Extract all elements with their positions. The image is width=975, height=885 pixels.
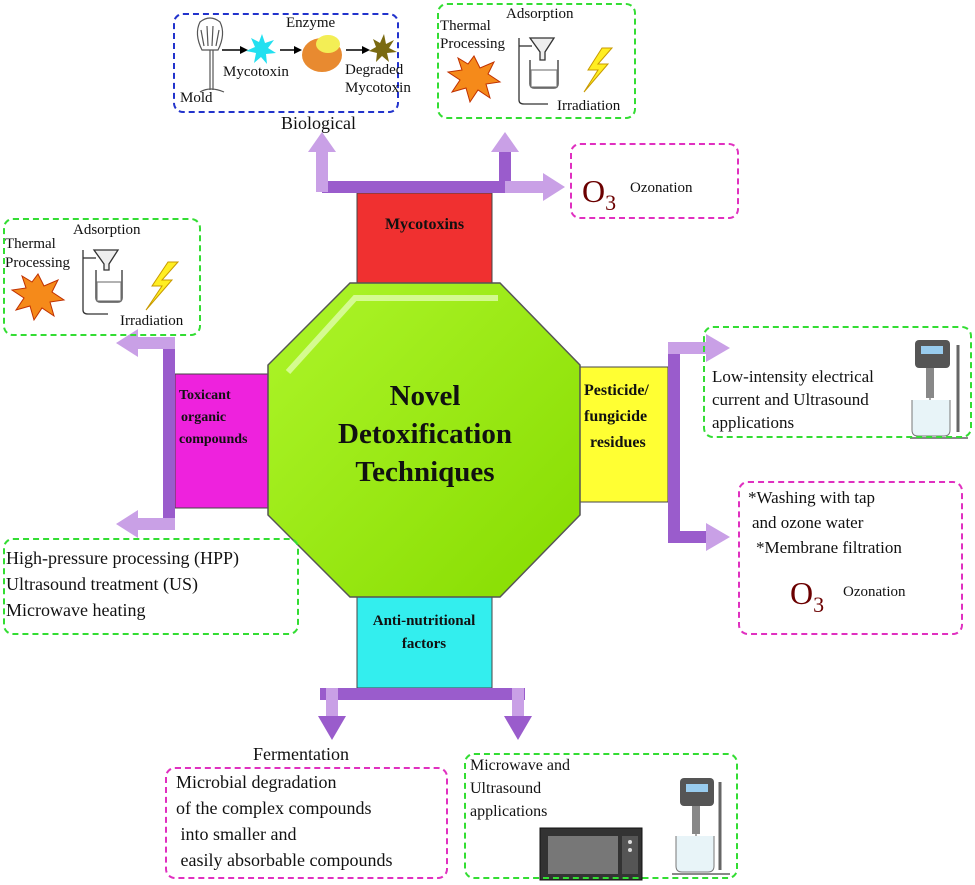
center-octagon <box>267 282 581 598</box>
washing-box <box>738 481 963 635</box>
mycotoxin-label: Mycotoxin <box>223 64 289 80</box>
microwave-oven-icon <box>539 827 643 881</box>
irradiation-bolt-icon-left <box>145 261 180 311</box>
ozone-o-top: O <box>582 173 606 209</box>
anti-nutritional-label-line1: Anti-nutritional <box>372 613 476 629</box>
adsorption-funnel-icon-left <box>82 249 123 315</box>
biological-caption: Biological <box>281 113 356 133</box>
degraded-mycotoxin-icon <box>369 34 397 62</box>
ozone-sub-top: 3 <box>605 190 617 215</box>
washing-line3: *Membrane filtration <box>756 538 902 557</box>
fermentation-box <box>165 767 448 879</box>
irradiation-bolt-icon-top <box>583 47 614 93</box>
bottom-arrows <box>318 688 532 740</box>
washing-line1: *Washing with tap <box>748 488 876 507</box>
irradiation-label-left: Irradiation <box>120 313 184 329</box>
center-title-line1: Novel <box>389 380 461 412</box>
pesticide-label-line3: residues <box>590 434 646 451</box>
adsorption-label-left: Adsorption <box>73 222 141 238</box>
ozonation-label-top: Ozonation <box>630 180 693 196</box>
physical-box-top <box>437 3 636 119</box>
ozone-sub-right: 3 <box>813 592 825 617</box>
arrow-mycotoxin-to-enzyme <box>280 46 302 54</box>
microwave-line2: Ultrasound <box>470 780 542 797</box>
mold-label: Mold <box>180 90 213 106</box>
anti-nutritional-label-line2: factors <box>401 636 447 652</box>
mycotoxins-label: Mycotoxins <box>384 216 465 233</box>
thermal-label-top-1: Thermal <box>440 18 491 34</box>
toxicant-label-line2: organic <box>181 410 227 425</box>
fermentation-line2: of the complex compounds <box>176 798 372 818</box>
center-title-line3: Techniques <box>355 456 495 488</box>
electrical-line2: current and Ultrasound <box>712 390 869 409</box>
left-method-microwave: Microwave heating <box>6 600 146 620</box>
ozonation-label-right: Ozonation <box>843 584 906 600</box>
fermentation-line1: Microbial degradation <box>176 772 337 792</box>
mold-icon <box>196 17 225 93</box>
center-title-line2: Detoxification <box>338 418 512 450</box>
pesticide-label-line2: fungicide <box>584 408 648 425</box>
ozone-formula-top: O3 <box>582 173 616 215</box>
physical-box-left <box>3 218 201 336</box>
microwave-line3: applications <box>470 803 548 820</box>
toxicant-block <box>174 373 269 509</box>
electrical-line3: applications <box>712 413 795 432</box>
biological-box <box>173 13 399 113</box>
ozone-formula-right: O3 <box>790 575 824 617</box>
degraded-label-line1: Degraded <box>345 62 404 78</box>
electrical-box <box>703 326 972 438</box>
washing-line2: and ozone water <box>752 513 864 532</box>
ultrasound-device-icon-bottom <box>672 778 730 875</box>
toxicant-label-line3: compounds <box>179 432 248 447</box>
enzyme-label: Enzyme <box>286 15 336 31</box>
microwave-box <box>464 753 738 879</box>
left-methods-box <box>3 538 299 635</box>
microwave-line1: Microwave and <box>470 757 570 774</box>
fermentation-title: Fermentation <box>253 744 349 764</box>
toxicant-label-line1: Toxicant <box>179 388 231 403</box>
left-arrows <box>116 329 175 538</box>
top-arrows <box>308 132 565 201</box>
ozonation-box-top <box>570 143 739 219</box>
pesticide-label-line1: Pesticide/ <box>584 382 649 399</box>
thermal-label-left-1: Thermal <box>5 236 56 252</box>
electrical-line1: Low-intensity electrical <box>712 367 874 386</box>
ultrasound-device-icon-right <box>910 340 968 439</box>
mycotoxin-star-icon <box>246 34 276 64</box>
arrow-enzyme-to-degraded <box>346 46 370 54</box>
left-method-us: Ultrasound treatment (US) <box>6 574 198 594</box>
thermal-label-top-2: Processing <box>440 36 505 52</box>
thermal-burst-icon-top <box>446 55 502 104</box>
degraded-label-line2: Mycotoxin <box>345 80 411 96</box>
fermentation-line3: into smaller and <box>176 824 297 844</box>
left-method-hpp: High-pressure processing (HPP) <box>6 548 239 568</box>
fermentation-line4: easily absorbable compounds <box>176 850 393 870</box>
pesticide-block <box>575 366 669 503</box>
thermal-label-left-2: Processing <box>5 255 70 271</box>
arrow-mold-to-mycotoxin <box>222 46 248 54</box>
adsorption-label-top: Adsorption <box>506 6 574 22</box>
right-arrows <box>668 334 730 551</box>
thermal-burst-icon-left <box>10 273 66 322</box>
enzyme-icon <box>302 35 342 72</box>
adsorption-funnel-icon-top <box>518 37 559 105</box>
ozone-o-right: O <box>790 575 814 611</box>
mycotoxins-block <box>356 192 493 286</box>
irradiation-label-top: Irradiation <box>557 98 621 114</box>
octagon-highlight <box>285 295 498 375</box>
